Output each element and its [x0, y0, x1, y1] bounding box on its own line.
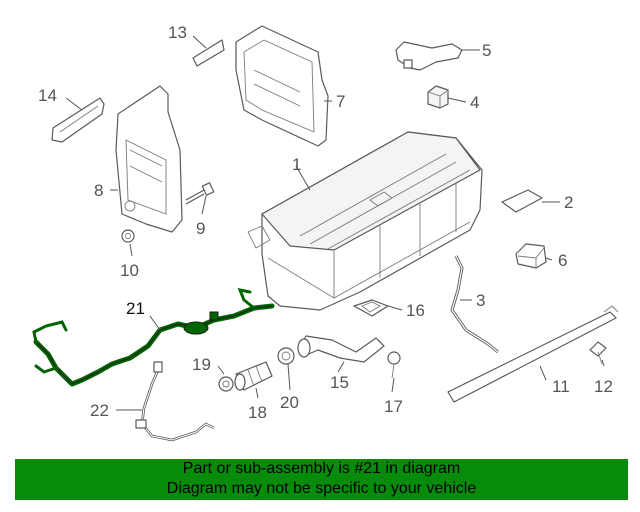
- banner-line-1: Part or sub-assembly is #21 in diagram: [182, 460, 461, 477]
- callout-18: 18: [248, 403, 267, 422]
- part-18-connector: [234, 361, 273, 391]
- part-17-screw: [387, 351, 401, 379]
- part-2-pad: [501, 189, 543, 213]
- part-14-bracket: [51, 97, 105, 143]
- parts-diagram: 13 14 7 5 4 1 2 6 8 9 10 3 16 11 12 21 2…: [32, 23, 619, 442]
- part-21-wiring-harness: [32, 287, 275, 387]
- part-19-washer: [218, 376, 234, 392]
- callout-labels: 13 14 7 5 4 1 2 6 8 9 10 3 16 11 12 21 2…: [38, 23, 613, 422]
- callout-1: 1: [292, 155, 301, 174]
- callout-6: 6: [558, 251, 567, 270]
- leader-lines: [65, 35, 605, 411]
- part-13-plate: [192, 39, 225, 67]
- banner-line-2: Diagram may not be specific to your vehi…: [166, 480, 477, 497]
- callout-17: 17: [384, 397, 403, 416]
- callout-5: 5: [482, 41, 491, 60]
- part-12-bolt: [589, 341, 607, 365]
- part-20-clamp: [277, 347, 295, 365]
- callout-12: 12: [594, 377, 613, 396]
- part-5-bracket: [395, 41, 463, 71]
- part-8-side-panel: [115, 85, 183, 233]
- part-1-battery-pack: [247, 131, 483, 311]
- callout-7: 7: [336, 92, 345, 111]
- part-7-cover-panel: [235, 25, 329, 147]
- part-16-seal: [353, 299, 389, 317]
- part-22-cable: [135, 361, 215, 442]
- callout-2: 2: [564, 193, 573, 212]
- part-9-bolt: [185, 182, 215, 205]
- callout-4: 4: [470, 93, 479, 112]
- callout-10: 10: [120, 261, 139, 280]
- callout-9: 9: [196, 219, 205, 238]
- part-3-tube: [450, 255, 499, 354]
- part-11-rail: [447, 305, 619, 403]
- callout-22: 22: [90, 401, 109, 420]
- part-4-block: [427, 85, 449, 109]
- callout-21: 21: [126, 299, 145, 318]
- callout-20: 20: [280, 393, 299, 412]
- callout-11: 11: [552, 377, 570, 396]
- callout-14: 14: [38, 86, 57, 105]
- callout-13: 13: [168, 23, 187, 42]
- part-10-clip: [121, 229, 135, 243]
- callout-3: 3: [476, 291, 485, 310]
- info-banner: Part or sub-assembly is #21 in diagram D…: [15, 459, 628, 500]
- callout-19: 19: [192, 355, 211, 374]
- callout-8: 8: [94, 181, 103, 200]
- part-6-block: [515, 243, 547, 269]
- part-15-duct: [297, 335, 385, 363]
- callout-15: 15: [330, 373, 349, 392]
- callout-16: 16: [406, 301, 425, 320]
